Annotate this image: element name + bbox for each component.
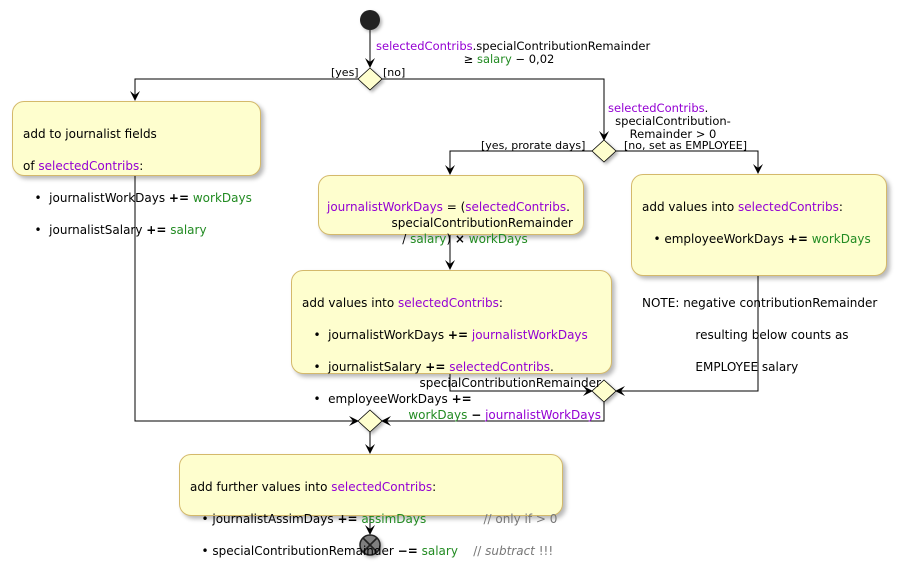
decision1-condition: selectedContribs.specialContributionRema… bbox=[376, 39, 651, 66]
employee-values-box: add values into selectedContribs: • empl… bbox=[631, 174, 887, 374]
decision1-yes-label: [yes] bbox=[331, 66, 359, 79]
prorate-box: journalistWorkDays = (selectedContribs.s… bbox=[318, 175, 584, 246]
condition-var: selectedContribs bbox=[376, 39, 473, 53]
decision2-yes-label: [yes, prorate days] bbox=[481, 139, 586, 152]
edge-decision1-no bbox=[381, 78, 609, 141]
merge1-diamond bbox=[357, 409, 383, 433]
start-node-icon bbox=[360, 10, 380, 30]
edge-add-merge2 bbox=[449, 374, 593, 396]
decision2-condition: selectedContribs.specialContribution-Rem… bbox=[608, 101, 731, 141]
end-node-icon bbox=[359, 534, 381, 556]
add-prorated-values-box: add values into selectedContribs: • jour… bbox=[291, 270, 612, 422]
further-values-box: add further values into selectedContribs… bbox=[179, 454, 563, 558]
decision2-diamond bbox=[591, 139, 617, 163]
edge-merge2-merge1 bbox=[381, 402, 605, 426]
edge-employee-merge2 bbox=[615, 276, 759, 396]
edge-journalist-merge1 bbox=[134, 176, 359, 426]
decision1-diamond bbox=[357, 67, 383, 91]
edge-decision2-yes bbox=[445, 150, 593, 175]
merge2-diamond bbox=[591, 379, 617, 403]
edge-decision1-yes bbox=[130, 78, 359, 101]
decision1-no-label: [no] bbox=[383, 66, 406, 79]
journalist-fields-box: add to journalist fields of selectedCont… bbox=[12, 101, 261, 237]
decision2-no-label: [no, set as EMPLOYEE] bbox=[624, 139, 748, 152]
edge-decision2-no bbox=[615, 150, 763, 174]
